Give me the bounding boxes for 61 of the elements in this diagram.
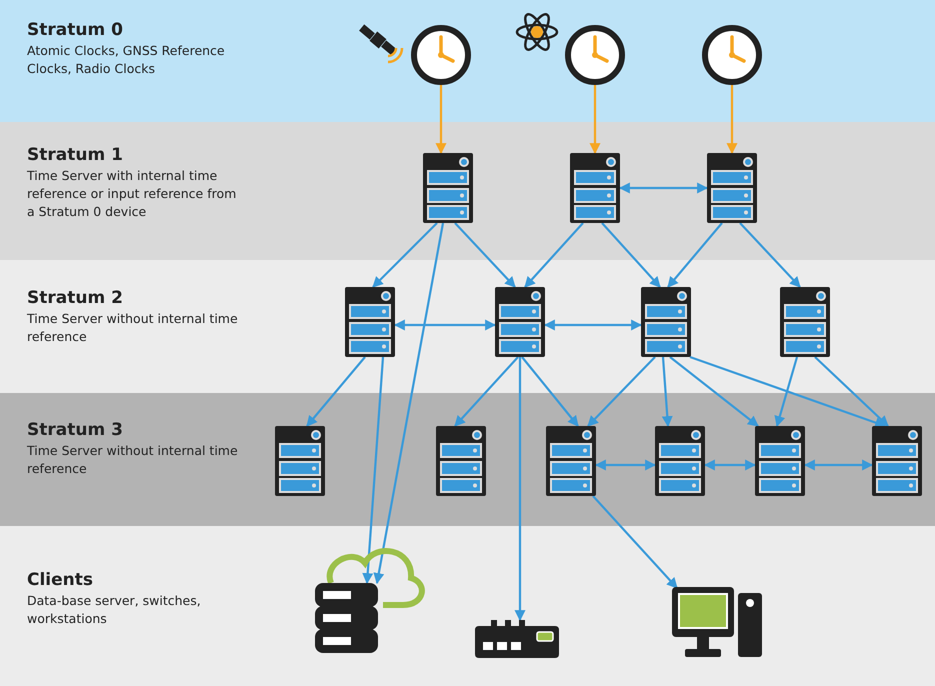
arrow xyxy=(726,85,738,154)
arrow xyxy=(372,222,438,288)
stratum-band xyxy=(0,260,935,393)
arrow xyxy=(436,85,446,154)
arrow xyxy=(394,320,496,330)
band-description: Time Server with internal time reference or input reference from a Stratum 0 device xyxy=(27,167,238,221)
arrow xyxy=(690,356,886,428)
band-title: Stratum 1 xyxy=(27,145,123,165)
server-icon xyxy=(655,426,705,496)
band-title: Stratum 0 xyxy=(27,20,123,40)
band-description: Atomic Clocks, GNSS Reference Clocks, Radio Clocks xyxy=(27,42,226,78)
arrow xyxy=(587,356,656,427)
stratum-band xyxy=(0,0,935,122)
arrow xyxy=(454,356,519,427)
band-title: Stratum 2 xyxy=(27,288,123,308)
clock-icon xyxy=(565,25,625,85)
band-description: Time Server without internal time reference xyxy=(27,442,239,478)
server-icon xyxy=(707,153,757,223)
server-icon xyxy=(546,426,596,496)
network-switch-icon xyxy=(475,620,559,658)
arrow xyxy=(521,356,579,427)
server-icon xyxy=(780,287,830,357)
stratum-band xyxy=(0,122,935,260)
arrow xyxy=(814,356,889,427)
arrow xyxy=(739,222,801,288)
server-icon xyxy=(570,153,620,223)
arrow xyxy=(704,460,756,470)
stratum-band xyxy=(0,526,935,686)
arrow xyxy=(669,356,759,427)
arrow xyxy=(306,356,366,427)
arrow xyxy=(804,460,874,470)
server-icon xyxy=(345,287,395,357)
arrow xyxy=(544,320,642,330)
band-title: Clients xyxy=(27,570,94,590)
band-title: Stratum 3 xyxy=(27,420,123,440)
arrow xyxy=(601,222,661,288)
server-icon xyxy=(641,287,691,357)
server-icon xyxy=(872,426,922,496)
arrow xyxy=(774,356,798,428)
server-icon xyxy=(495,287,545,357)
band-description: Data-base server, switches, workstations xyxy=(27,592,202,628)
arrow xyxy=(592,495,678,589)
arrow xyxy=(618,182,708,194)
arrow xyxy=(662,356,673,428)
arrow xyxy=(454,222,516,288)
desktop-computer-icon xyxy=(672,587,764,657)
arrow xyxy=(594,460,656,470)
arrow xyxy=(524,222,584,288)
arrow xyxy=(373,222,444,584)
clock-icon xyxy=(411,25,471,85)
arrow xyxy=(362,356,384,584)
arrow xyxy=(590,85,600,154)
server-icon xyxy=(275,426,325,496)
server-icon xyxy=(436,426,486,496)
arrow xyxy=(667,222,723,288)
clock-icon xyxy=(702,25,762,85)
band-description: Time Server without internal time reference xyxy=(27,310,239,346)
server-icon xyxy=(755,426,805,496)
server-icon xyxy=(423,153,473,223)
arrow xyxy=(514,357,526,622)
stratum-band xyxy=(0,393,935,526)
